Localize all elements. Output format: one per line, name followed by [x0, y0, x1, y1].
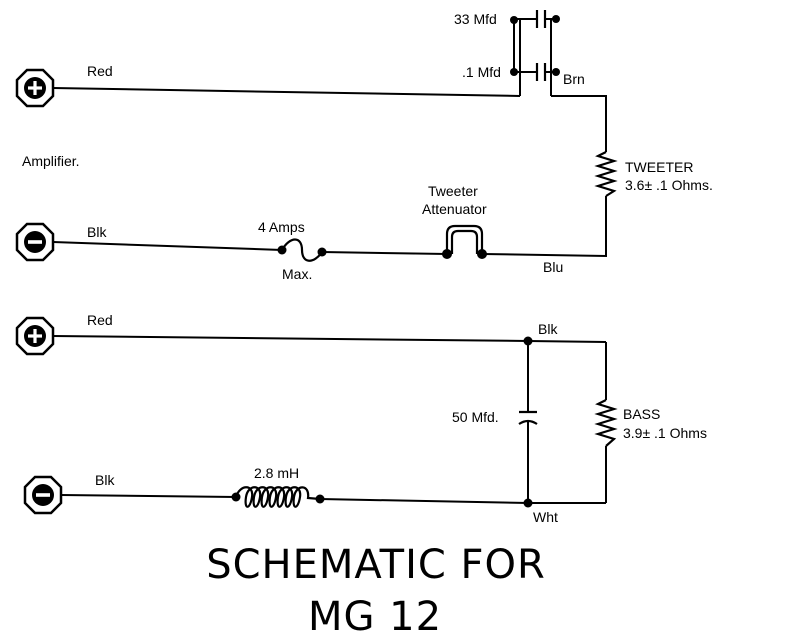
label-cap-50mfd: 50 Mfd. [452, 409, 499, 425]
bass-resistor [594, 399, 618, 447]
inductor-2.8mh [234, 486, 321, 508]
label-brn: Brn [563, 71, 585, 87]
label-blu: Blu [543, 259, 563, 275]
plus-terminal-icon [15, 68, 55, 108]
label-cap-0.1mfd: .1 Mfd [462, 64, 501, 80]
label-blk-top: Blk [87, 224, 107, 240]
label-attenuator-2: Attenuator [422, 201, 487, 217]
capacitor-0.1mfd [535, 63, 547, 81]
label-bass-ohms: 3.9± .1 Ohms [623, 425, 707, 441]
label-tweeter-ohms: 3.6± .1 Ohms. [625, 177, 713, 193]
bass-circuit-wires [52, 335, 607, 504]
label-fuse-amps: 4 Amps [258, 219, 305, 235]
label-red-bottom: Red [87, 312, 113, 328]
label-amplifier: Amplifier. [22, 153, 80, 169]
plus-terminal-icon [15, 316, 55, 356]
title-line-1: SCHEMATIC FOR [206, 542, 546, 588]
minus-terminal-icon [15, 222, 55, 262]
label-tweeter: TWEETER [625, 159, 693, 175]
capacitor-33mfd [535, 10, 547, 28]
minus-terminal-icon [23, 475, 63, 515]
label-inductor: 2.8 mH [254, 465, 299, 481]
label-wht: Wht [533, 509, 558, 525]
fuse-4amps [281, 238, 323, 262]
tweeter-resistor [594, 151, 618, 197]
label-fuse-max: Max. [282, 266, 312, 282]
title-line-2: MG 12 [308, 594, 442, 640]
label-bass: BASS [623, 406, 660, 422]
bass-junction-dots [231, 336, 533, 508]
label-blk-junction: Blk [538, 321, 558, 337]
label-cap-33mfd: 33 Mfd [454, 11, 497, 27]
tweeter-circuit-wires [52, 18, 607, 258]
label-blk-bottom: Blk [95, 472, 115, 488]
tweeter-junction-dots [277, 15, 560, 259]
label-red-top: Red [87, 63, 113, 79]
capacitor-50mfd [518, 410, 538, 425]
tweeter-attenuator-jumper [445, 224, 484, 254]
label-attenuator-1: Tweeter [428, 183, 478, 199]
